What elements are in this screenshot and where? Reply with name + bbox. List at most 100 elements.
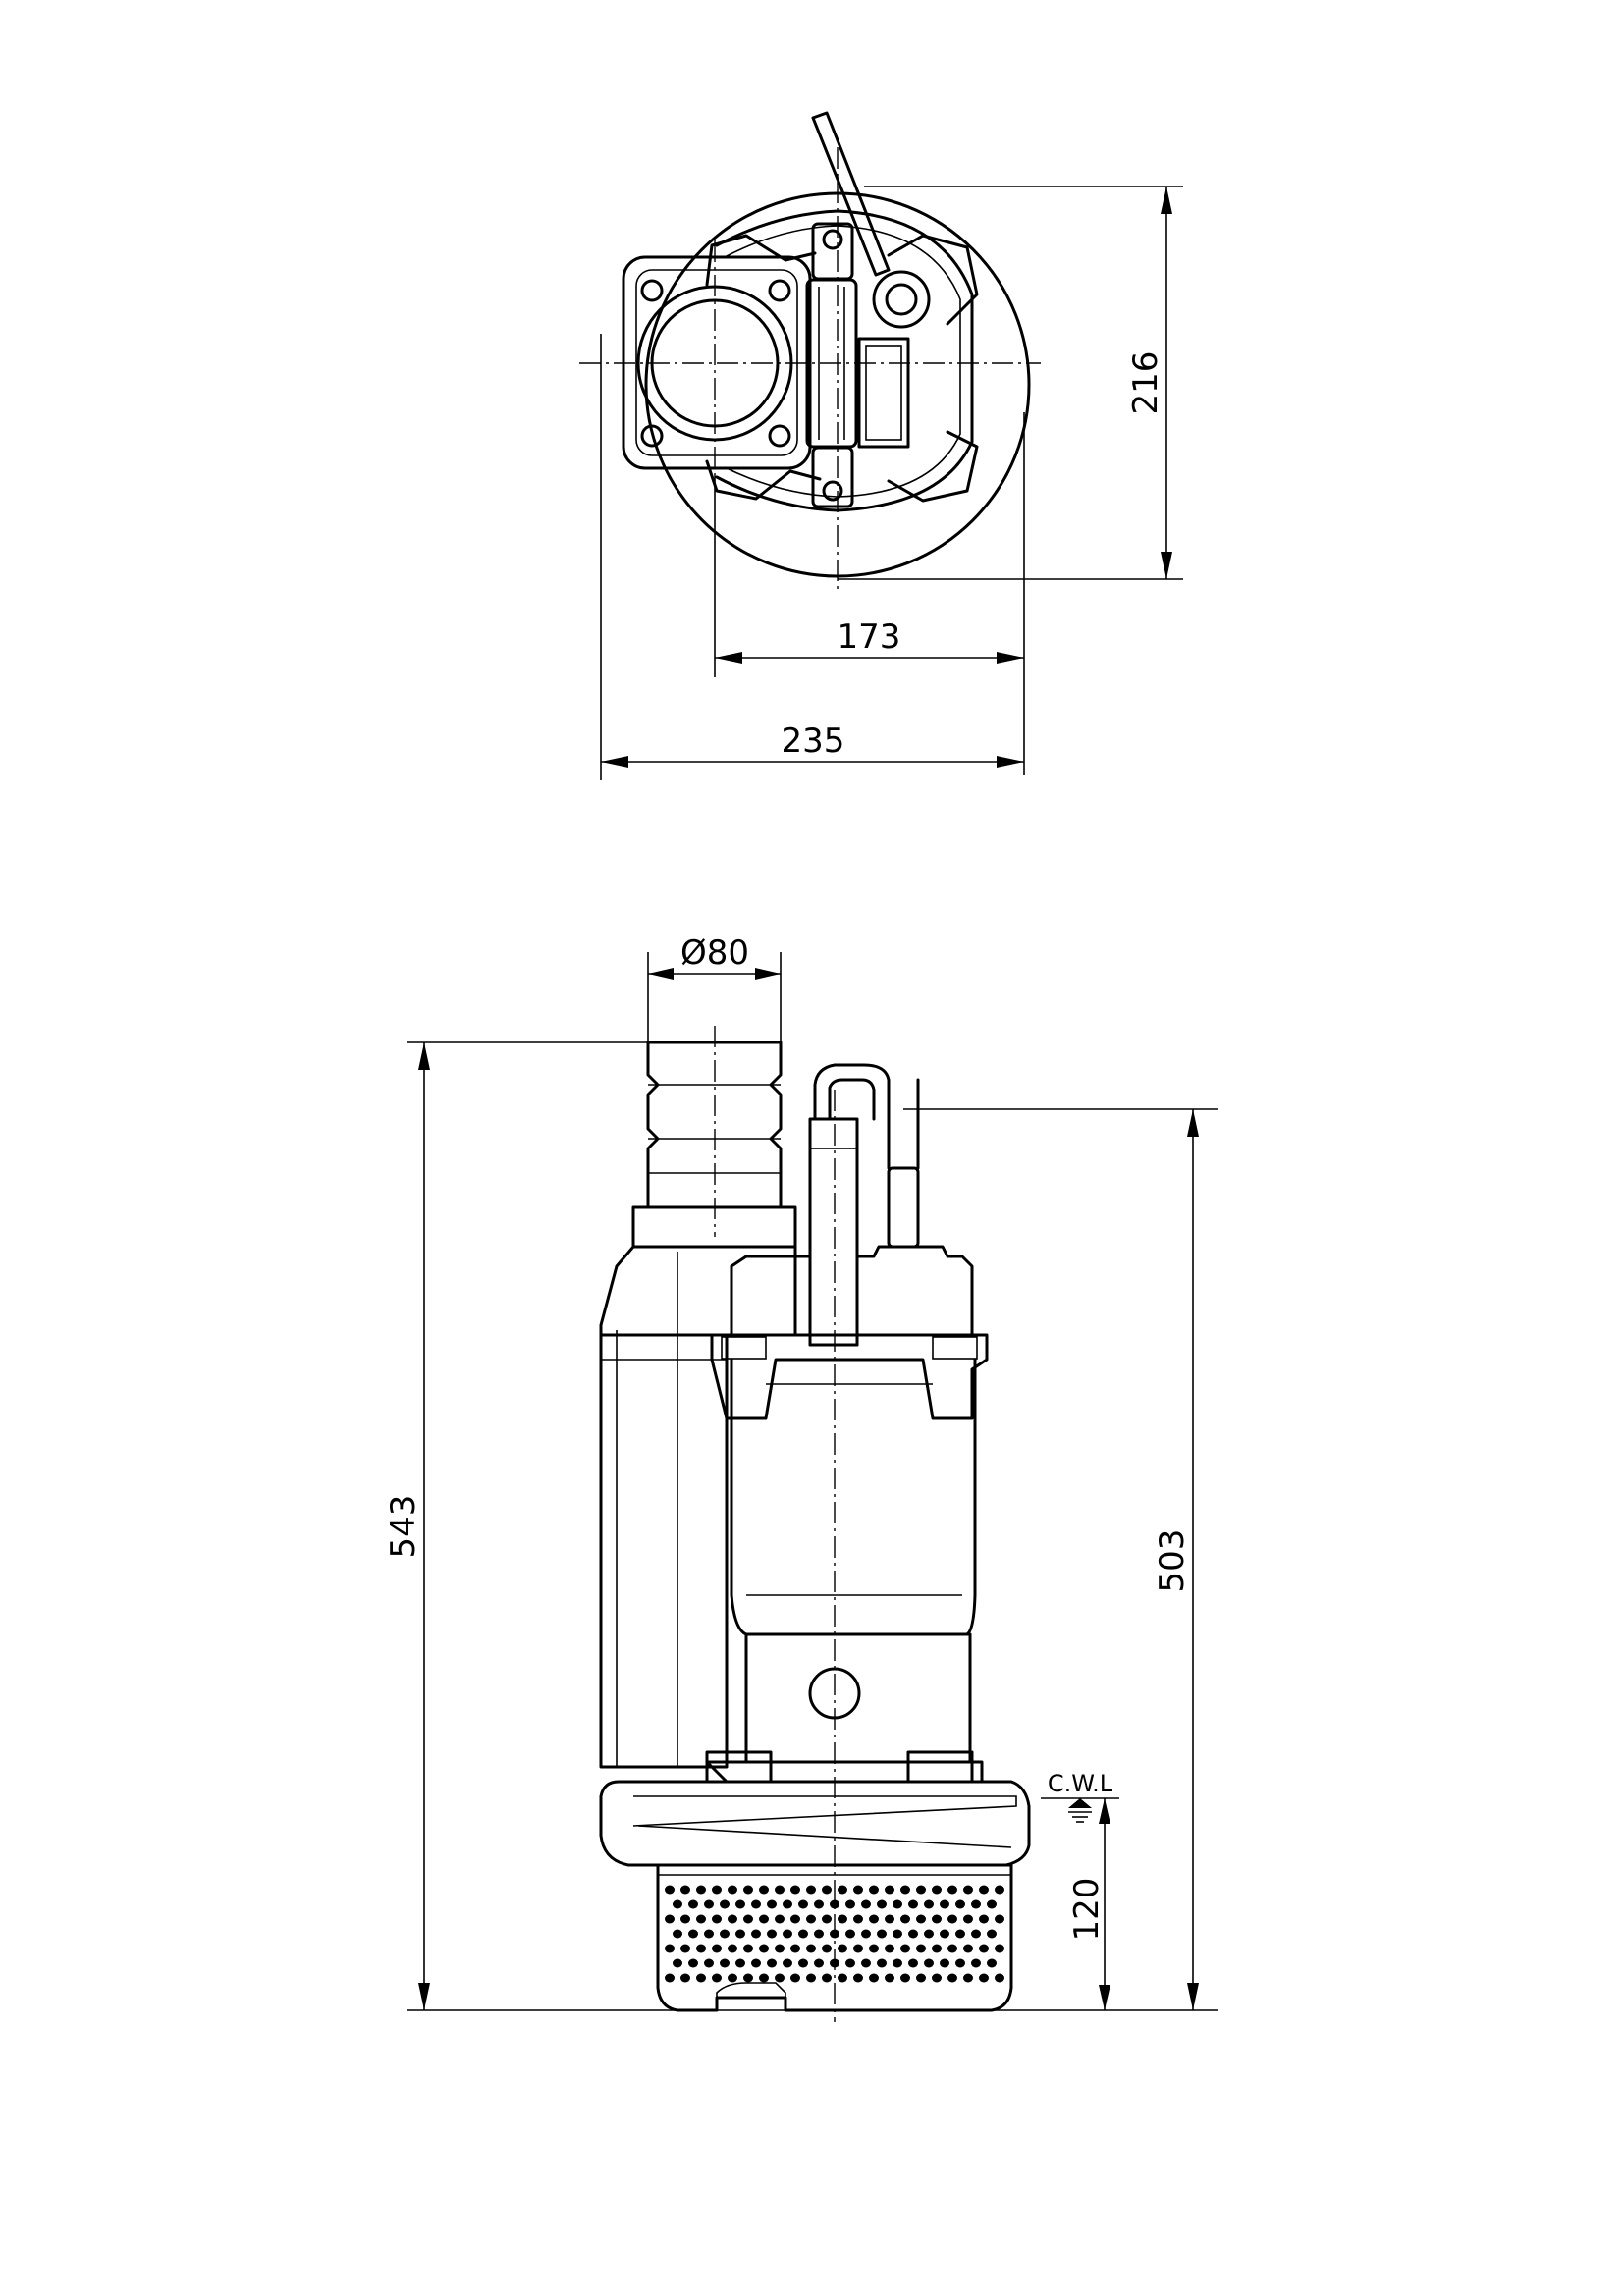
outlet-bore-inner: [650, 298, 780, 428]
strainer-hole: [885, 1973, 894, 1983]
air-vent-hole: [808, 1667, 861, 1720]
strainer-hole: [979, 1973, 989, 1983]
strainer-hole: [720, 1958, 730, 1968]
strainer-hole: [665, 1944, 675, 1953]
strainer-hole: [790, 1973, 800, 1983]
strainer-hole: [885, 1944, 894, 1953]
strainer-hole: [696, 1973, 706, 1983]
strainer-hole: [845, 1899, 855, 1909]
strainer-hole: [822, 1973, 832, 1983]
flange-bolt-hole-bottom-left: [640, 424, 664, 448]
strainer-hole: [861, 1929, 871, 1939]
dim-arrow-80-right: [755, 968, 781, 980]
strainer-hole: [916, 1914, 926, 1924]
strainer-hole: [893, 1899, 902, 1909]
strainer-hole: [696, 1885, 706, 1895]
strainer-hole: [712, 1914, 722, 1924]
strainer-hole: [893, 1929, 902, 1939]
strainer-hole: [932, 1885, 942, 1895]
cable-pipe: [813, 1063, 891, 1121]
dim-label-543: 543: [384, 1495, 423, 1559]
strainer-hole: [932, 1944, 942, 1953]
strainer-hole: [900, 1973, 910, 1983]
strainer-hole: [877, 1899, 887, 1909]
pump-casing-base: [599, 1780, 1031, 1867]
dim-arrow-503-top: [1187, 1109, 1199, 1137]
strainer-hole: [775, 1885, 785, 1895]
strainer-hole: [861, 1958, 871, 1968]
strainer-hole: [720, 1929, 730, 1939]
strainer-hole: [955, 1958, 965, 1968]
strainer-hole: [728, 1973, 737, 1983]
strainer-hole: [955, 1929, 965, 1939]
cable-gland-inner: [885, 283, 918, 316]
strainer-hole: [735, 1899, 745, 1909]
strainer-hole: [806, 1944, 816, 1953]
wire-bracket-bottom: [705, 459, 822, 501]
strainer-hole: [704, 1929, 714, 1939]
strainer-hole: [806, 1914, 816, 1924]
strainer-hole: [963, 1973, 973, 1983]
strainer-hole: [979, 1885, 989, 1895]
motor-top-cover: [730, 1245, 974, 1347]
upper-bracket-frame: [710, 1333, 989, 1420]
strainer-hole: [680, 1885, 690, 1895]
pump-body-outline-circle: [644, 191, 1031, 578]
strainer-hole: [783, 1899, 792, 1909]
wire-bracket-right-top: [887, 234, 979, 326]
strainer-hole: [728, 1885, 737, 1895]
strainer-hole: [916, 1944, 926, 1953]
strainer-hole: [680, 1944, 690, 1953]
strainer-hole: [908, 1929, 918, 1939]
strainer-hole: [908, 1899, 918, 1909]
strainer-hole: [932, 1914, 942, 1924]
strainer-hole: [728, 1944, 737, 1953]
dim-label-173: 173: [838, 617, 901, 657]
top-view: 216 173 235: [579, 111, 1183, 780]
strainer-hole: [979, 1944, 989, 1953]
handle-mount-top-hole: [822, 229, 843, 250]
strainer-hole: [987, 1899, 997, 1909]
strainer-hole: [971, 1929, 981, 1939]
strainer-hole: [916, 1973, 926, 1983]
strainer-holes: [665, 1885, 1004, 1983]
strainer-hole: [743, 1944, 753, 1953]
cable-strain-relief: [887, 1166, 920, 1249]
strainer-hole: [924, 1958, 934, 1968]
motor-cover-outline: [715, 209, 974, 512]
terminal-box-inner: [865, 345, 902, 441]
strainer-hole: [947, 1914, 957, 1924]
cable-guide-post: [808, 1117, 859, 1347]
strainer-hole: [940, 1958, 949, 1968]
strainer-hole: [845, 1929, 855, 1939]
dim-label-120: 120: [1067, 1878, 1107, 1942]
dim-label-216: 216: [1126, 351, 1165, 415]
strainer-hole: [893, 1958, 902, 1968]
dim-label-503: 503: [1153, 1529, 1192, 1593]
strainer-hole: [665, 1973, 675, 1983]
strainer-hole: [712, 1944, 722, 1953]
strainer-hole: [963, 1885, 973, 1895]
strainer-hole: [947, 1973, 957, 1983]
strainer-hole: [680, 1914, 690, 1924]
strainer-hole: [869, 1944, 879, 1953]
strainer-hole: [743, 1914, 753, 1924]
handle-mount-top: [811, 222, 854, 281]
strainer-hole: [838, 1944, 847, 1953]
strainer-hole: [885, 1914, 894, 1924]
strainer-hole: [995, 1973, 1004, 1983]
strainer-hole: [995, 1885, 1004, 1895]
strainer-hole: [712, 1885, 722, 1895]
cable-guide-post-cap: [809, 1118, 858, 1149]
strainer-hole: [712, 1973, 722, 1983]
strainer-hole: [877, 1958, 887, 1968]
lower-bracket-right-block: [906, 1750, 974, 1784]
strainer-hole: [822, 1944, 832, 1953]
strainer-hole: [688, 1929, 698, 1939]
strainer-hole: [877, 1929, 887, 1939]
strainer-hole: [995, 1914, 1004, 1924]
strainer-hole: [798, 1899, 808, 1909]
upper-bracket-left-block: [721, 1336, 767, 1360]
pump-casing-base-line: [637, 1825, 1012, 1848]
